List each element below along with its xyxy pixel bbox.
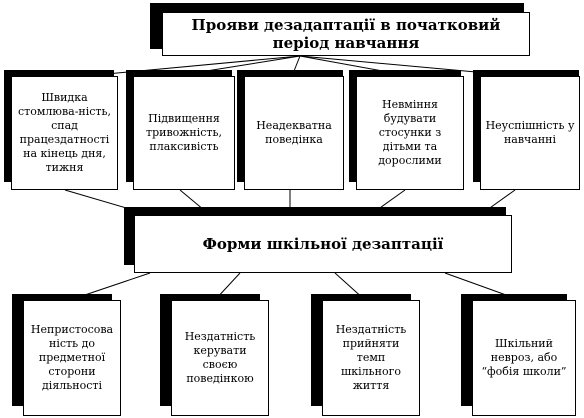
form-text: Непристосова ність до предметної сторони… bbox=[30, 323, 114, 392]
manifestation-box-failure: Неуспішність у навчанні bbox=[480, 76, 580, 190]
manifestation-text: Підвищення тривожність, плаксивість bbox=[146, 112, 222, 153]
manifestation-box-anxiety: Підвищення тривожність, плаксивість bbox=[133, 76, 235, 190]
manifestation-box-behavior: Неадекватна поведінка bbox=[244, 76, 344, 190]
connector-line bbox=[84, 55, 301, 77]
title-box: Прояви дезадаптації в початковий період … bbox=[162, 12, 530, 56]
forms-title-box: Форми шкільної дезаптації bbox=[134, 215, 512, 273]
manifestation-box-relationships: Невміння будувати стосунки з дітьми та д… bbox=[356, 76, 464, 190]
form-box-subject-unadaptedness: Непристосова ність до предметної сторони… bbox=[23, 300, 121, 416]
form-box-school-pace: Нездатність прийняти темп шкільного житт… bbox=[322, 300, 420, 416]
manifestation-box-fatigue: Швидка стомлюва-ність, спад працездатнос… bbox=[11, 76, 118, 190]
form-box-behavior-control: Нездатність керувати своєю поведінкою bbox=[171, 300, 269, 416]
manifestation-text: Неадекватна поведінка bbox=[256, 119, 332, 146]
form-text: Шкільний невроз, або “фобія школи” bbox=[481, 337, 567, 378]
forms-title-text: Форми шкільної дезаптації bbox=[202, 235, 444, 253]
form-box-school-neurosis: Шкільний невроз, або “фобія школи” bbox=[472, 300, 576, 416]
form-text: Нездатність керувати своєю поведінкою bbox=[184, 330, 256, 385]
manifestation-text: Швидка стомлюва-ність, спад працездатнос… bbox=[17, 91, 112, 174]
manifestation-text: Невміння будувати стосунки з дітьми та д… bbox=[378, 98, 442, 167]
manifestation-text: Неуспішність у навчанні bbox=[485, 119, 575, 146]
form-text: Нездатність прийняти темп шкільного житт… bbox=[335, 323, 407, 392]
title-text: Прояви дезадаптації в початковий період … bbox=[191, 16, 501, 52]
